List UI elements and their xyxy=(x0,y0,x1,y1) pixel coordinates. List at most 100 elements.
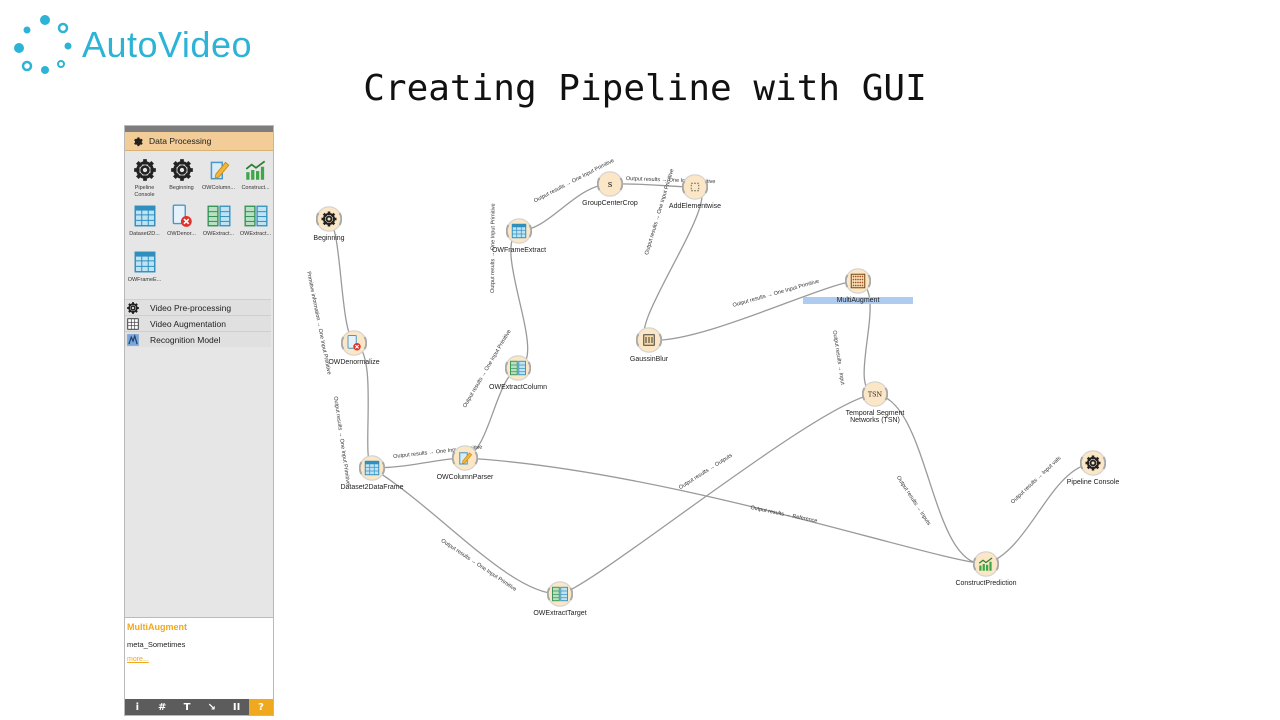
category-label: Video Pre-processing xyxy=(150,302,232,313)
grid-icon xyxy=(125,316,141,332)
node-label: OWColumnParser xyxy=(436,474,494,481)
chart-icon xyxy=(242,156,270,184)
widget-item[interactable]: OWFrameE... xyxy=(126,245,163,291)
node-label: Dataset2DataFrame xyxy=(340,484,404,491)
file-remove-icon xyxy=(168,202,196,230)
node-label: MultiAugment xyxy=(803,297,913,304)
node-owextractcolumn[interactable] xyxy=(505,355,531,381)
node-circle xyxy=(862,381,888,407)
node-beginning[interactable] xyxy=(316,206,342,232)
category-video-pre-processing[interactable]: Video Pre-processing xyxy=(125,299,271,315)
node-circle xyxy=(682,174,708,200)
node-label: OWFrameExtract xyxy=(491,247,547,254)
widget-label: Beginning xyxy=(169,185,194,191)
node-owframeextract[interactable] xyxy=(506,218,532,244)
info-more-link[interactable]: more... xyxy=(127,656,149,663)
node-tsn[interactable]: TSN xyxy=(862,381,888,407)
pipeline-canvas[interactable]: Primitive information → One Input Primit… xyxy=(290,150,1140,630)
widget-item[interactable]: Pipeline Console xyxy=(126,153,163,199)
edge-layer xyxy=(328,183,1094,595)
widget-panel: Data Processing Pipeline Console Beginnin… xyxy=(124,125,274,716)
edge-link[interactable] xyxy=(371,467,561,595)
node-label: Temporal Segment Networks (TSN) xyxy=(845,410,905,424)
node-label: Beginning xyxy=(313,235,345,242)
widget-item[interactable]: OWColumn... xyxy=(200,153,237,199)
node-label: OWExtractTarget xyxy=(533,610,587,617)
panel-toolbar: i # T ↘ II ? xyxy=(125,699,273,715)
widget-label: Construct... xyxy=(241,185,270,191)
widget-label: OWColumn... xyxy=(201,185,235,191)
node-constructprediction[interactable] xyxy=(973,551,999,577)
edge-link[interactable] xyxy=(985,462,1094,565)
widget-item[interactable]: OWExtract... xyxy=(237,199,274,245)
info-toolbar-button[interactable]: i xyxy=(135,701,140,713)
help-toolbar-button[interactable]: ? xyxy=(248,699,273,715)
node-owcolumnparser[interactable] xyxy=(452,445,478,471)
widget-label: OWExtract... xyxy=(239,231,272,237)
arrow-toolbar-button[interactable]: ↘ xyxy=(207,701,216,713)
node-pipelineconsole[interactable] xyxy=(1080,450,1106,476)
table-icon xyxy=(131,202,159,230)
category-label: Recognition Model xyxy=(150,334,221,345)
info-description: meta_Sometimes xyxy=(127,640,186,649)
category-recognition-model[interactable]: Recognition Model xyxy=(125,331,271,347)
node-multiaugment[interactable] xyxy=(845,268,871,294)
widget-item[interactable]: Dataset2D... xyxy=(126,199,163,245)
node-circle xyxy=(1080,450,1106,476)
edge-link[interactable] xyxy=(464,457,987,565)
node-owextracttarget[interactable] xyxy=(547,581,573,607)
edge-link[interactable] xyxy=(648,280,859,341)
widget-label: OWDenor... xyxy=(167,231,196,237)
node-label: GroupCenterCrop xyxy=(582,200,638,207)
node-label: OWExtractColumn xyxy=(489,384,547,391)
widget-info-box: MultiAugment meta_Sometimes more... xyxy=(125,617,273,701)
edge-link[interactable] xyxy=(874,393,987,565)
autovideo-logo: AutoVideo xyxy=(12,14,272,78)
svg-text:TSN: TSN xyxy=(868,391,883,399)
gear-icon xyxy=(131,156,159,184)
widget-label: Pipeline Console xyxy=(134,185,155,198)
category-video-augmentation[interactable]: Video Augmentation xyxy=(125,315,271,331)
widget-label: OWExtract... xyxy=(202,231,235,237)
category-data-processing[interactable]: Data Processing xyxy=(125,132,273,151)
brand-name: AutoVideo xyxy=(82,24,252,65)
logo-dots-icon xyxy=(14,15,72,74)
slide-title: Creating Pipeline with GUI xyxy=(363,68,927,109)
category-label: Video Augmentation xyxy=(150,318,226,329)
gear-icon xyxy=(125,300,141,316)
edge-link[interactable] xyxy=(559,393,876,595)
svg-text:s: s xyxy=(608,180,613,190)
node-label: Pipeline Console xyxy=(1066,479,1120,486)
widget-item[interactable]: OWExtract... xyxy=(200,199,237,245)
node-gaussianblur[interactable] xyxy=(636,327,662,353)
widget-item[interactable]: OWDenor... xyxy=(163,199,200,245)
gear-icon xyxy=(168,156,196,184)
node-groupcentercrop[interactable]: s xyxy=(597,171,623,197)
node-addelementwise[interactable] xyxy=(682,174,708,200)
widget-grid: Pipeline Console Beginning OWColumn... Cons… xyxy=(125,151,273,291)
grid-toolbar-button[interactable]: # xyxy=(158,701,167,713)
pencil-icon xyxy=(205,156,233,184)
node-label: GaussinBlur xyxy=(629,356,669,363)
model-icon xyxy=(125,332,141,348)
node-owdenormalize[interactable] xyxy=(341,330,367,356)
node-dataset2dataframe[interactable] xyxy=(359,455,385,481)
node-label: AddElementwise xyxy=(668,203,722,210)
pause-toolbar-button[interactable]: II xyxy=(232,701,241,713)
node-circle xyxy=(597,171,623,197)
widget-label: OWFrameE... xyxy=(127,277,162,283)
gear-icon xyxy=(131,135,143,147)
table-icon xyxy=(131,248,159,276)
widget-label: Dataset2D... xyxy=(129,231,160,237)
columns-icon xyxy=(205,202,233,230)
node-circle xyxy=(316,206,342,232)
panel-title-bar xyxy=(125,126,273,132)
node-label: ConstructPrediction xyxy=(955,580,1017,587)
text-toolbar-button[interactable]: T xyxy=(183,701,191,713)
info-title: MultiAugment xyxy=(127,622,187,632)
columns-icon xyxy=(242,202,270,230)
node-label: OWDenormalize xyxy=(328,359,380,366)
widget-item[interactable]: Beginning xyxy=(163,153,200,199)
widget-item[interactable]: Construct... xyxy=(237,153,274,199)
